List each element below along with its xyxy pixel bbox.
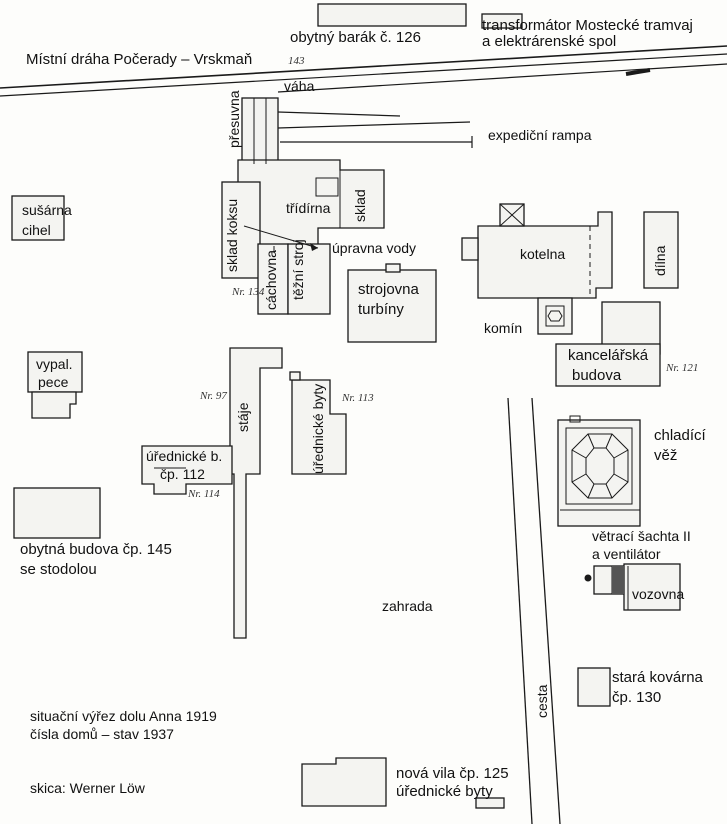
transfer-table [241,97,279,165]
garden-label: zahrada [382,598,433,614]
sorting-plant-label: třídírna [286,200,331,216]
kilns-label-1: vypal. [36,356,73,372]
residential-145-label-2: se stodolou [20,561,97,578]
transfer-table-label: přesuvna [226,90,242,148]
transformer-label-1: transformátor Mostecké tramvaj [482,17,693,34]
boiler-house-label: kotelna [520,246,566,262]
office-label-1: kancelářská [568,347,649,364]
nr-134-label: Nr. 134 [232,286,265,298]
road-edge-right [531,397,561,824]
shaft-house-building [257,243,289,315]
road-label: cesta [534,684,550,718]
new-villa-label-1: nová vila čp. 125 [396,765,509,782]
transformer-label-2: a elektrárenské spol [482,33,617,50]
stable-building [229,347,283,639]
old-smithy-label-2: čp. 130 [612,689,662,706]
sketch-credit: skica: Werner Löw [30,780,145,796]
residential-145-building [13,487,101,539]
turbine-house-label-2: turbíny [358,301,404,318]
new-villa-building [301,757,387,807]
turbine-house-building [347,269,437,343]
rail-mark-label: 143 [288,55,305,67]
new-villa-label-2: úřednické byty [396,783,493,800]
office-label-2: budova [572,367,622,384]
nr-97-label: Nr. 97 [200,390,227,402]
nr-121-label: Nr. 121 [666,362,699,374]
stable-label: stáje [235,402,251,432]
office-building [555,343,661,387]
coach-house-label: vozovna [632,586,685,602]
officials-flats-113-label: úřednické byty [310,383,326,474]
coke-store-building [221,181,261,279]
caption-line-2: čísla domů – stav 1937 [30,726,174,742]
coke-store-label: sklad koksu [224,198,240,272]
vent-shaft-marker [584,574,592,582]
railway-track [0,45,727,89]
hoist-engine-building [287,243,331,315]
kilns-building [27,351,83,393]
cooling-tower-label-1: chladící [654,427,706,444]
workshop-building [643,211,679,289]
railway-label: Místní dráha Počerady – Vrskmaň [26,51,253,68]
old-smithy-label-1: stará kovárna [612,669,703,686]
chimney-base [537,297,573,335]
cooling-tower-label-2: věž [654,447,678,464]
brick-dryer-label-1: sušárna [22,202,72,218]
chimney-label: komín [484,320,523,336]
turbine-house-label-1: strojovna [358,281,419,298]
officials-112-label-2: čp. 112 [160,466,205,482]
scale-house-label: váha [284,78,315,94]
workshop-label: dílna [652,245,668,276]
transformer-building [481,13,523,29]
old-smithy-building [577,667,611,707]
caption-line-1: situační výřez dolu Anna 1919 [30,708,217,724]
barracks-building [317,3,467,27]
dispatch-ramp-label: expediční rampa [488,127,592,143]
vent-shaft-label-2: a ventilátor [592,546,661,562]
water-treatment-label: úpravna vody [332,240,417,256]
nr-114-label: Nr. 114 [188,488,220,500]
officials-112-building [141,445,233,495]
nr-113-label: Nr. 113 [342,392,374,404]
shaft-house-label: cáchovna [263,250,279,310]
brick-dryer-label-2: cihel [22,222,51,238]
hoist-engine-label: těžní stroj [290,239,306,300]
road-edge-left [507,397,533,824]
boiler-house-building [477,211,613,299]
residential-145-label-1: obytná budova čp. 145 [20,541,172,558]
store-label: sklad [352,189,368,222]
officials-flats-113-building [291,379,347,475]
barracks-label: obytný barák č. 126 [290,29,421,46]
kilns-label-2: pece [38,374,69,390]
vent-shaft-label-1: větrací šachta II [592,528,691,544]
officials-112-label-1: úřednické b. [146,448,223,464]
brick-dryer-building [11,195,65,241]
